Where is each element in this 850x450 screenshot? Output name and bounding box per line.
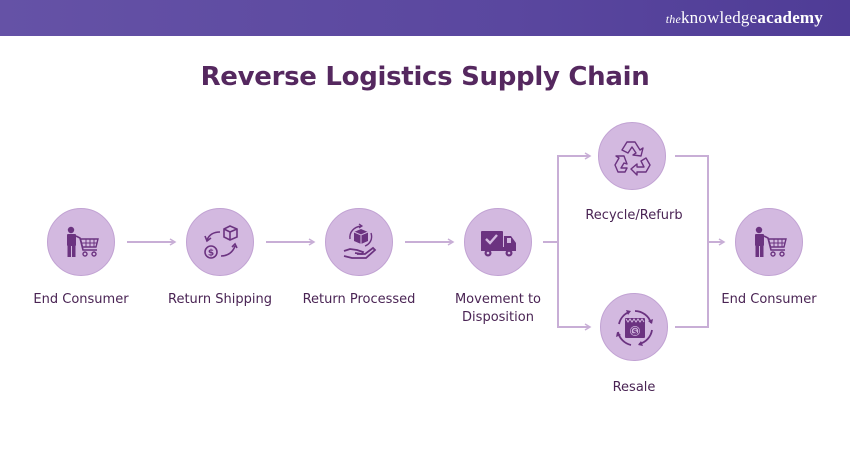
hand-box-cycle-icon [343, 223, 377, 259]
node-end-consumer-end [735, 208, 803, 276]
node-label: Return Shipping [168, 292, 272, 307]
node-label: Resale [612, 380, 656, 395]
header-bar: theknowledgeacademy [0, 0, 850, 36]
brand-main: knowledge [680, 8, 758, 27]
node-end-consumer-start [47, 208, 115, 276]
delivery-truck-check-icon [481, 231, 516, 257]
exchange-box-money-icon: $ [204, 225, 238, 259]
brand-suffix: academy [757, 8, 823, 27]
node-label: Return Processed [302, 292, 416, 307]
edge-movement-to-resale [557, 242, 592, 331]
node-return-processed [325, 208, 393, 276]
node-movement-to-disposition [464, 208, 532, 276]
brand-prefix: the [665, 12, 681, 26]
node-label: Movement to Disposition [454, 292, 542, 325]
person-cart-icon [755, 226, 787, 257]
brand-logo: theknowledgeacademy [666, 8, 823, 28]
person-cart-icon [67, 226, 99, 257]
node-label: Recycle/Refurb [585, 208, 683, 223]
recycle-icon [614, 141, 651, 176]
node-label: End Consumer [33, 292, 129, 307]
store-money-cycle-icon: $ [616, 310, 653, 346]
edge-movement-to-recycle [543, 152, 592, 243]
svg-text:$: $ [208, 249, 214, 259]
diagram-title: Reverse Logistics Supply Chain [200, 62, 650, 92]
node-recycle-refurb [598, 122, 666, 190]
node-label: End Consumer [721, 292, 817, 307]
svg-text:$: $ [633, 328, 638, 336]
node-resale: $ [600, 293, 668, 361]
node-return-shipping: $ [186, 208, 254, 276]
